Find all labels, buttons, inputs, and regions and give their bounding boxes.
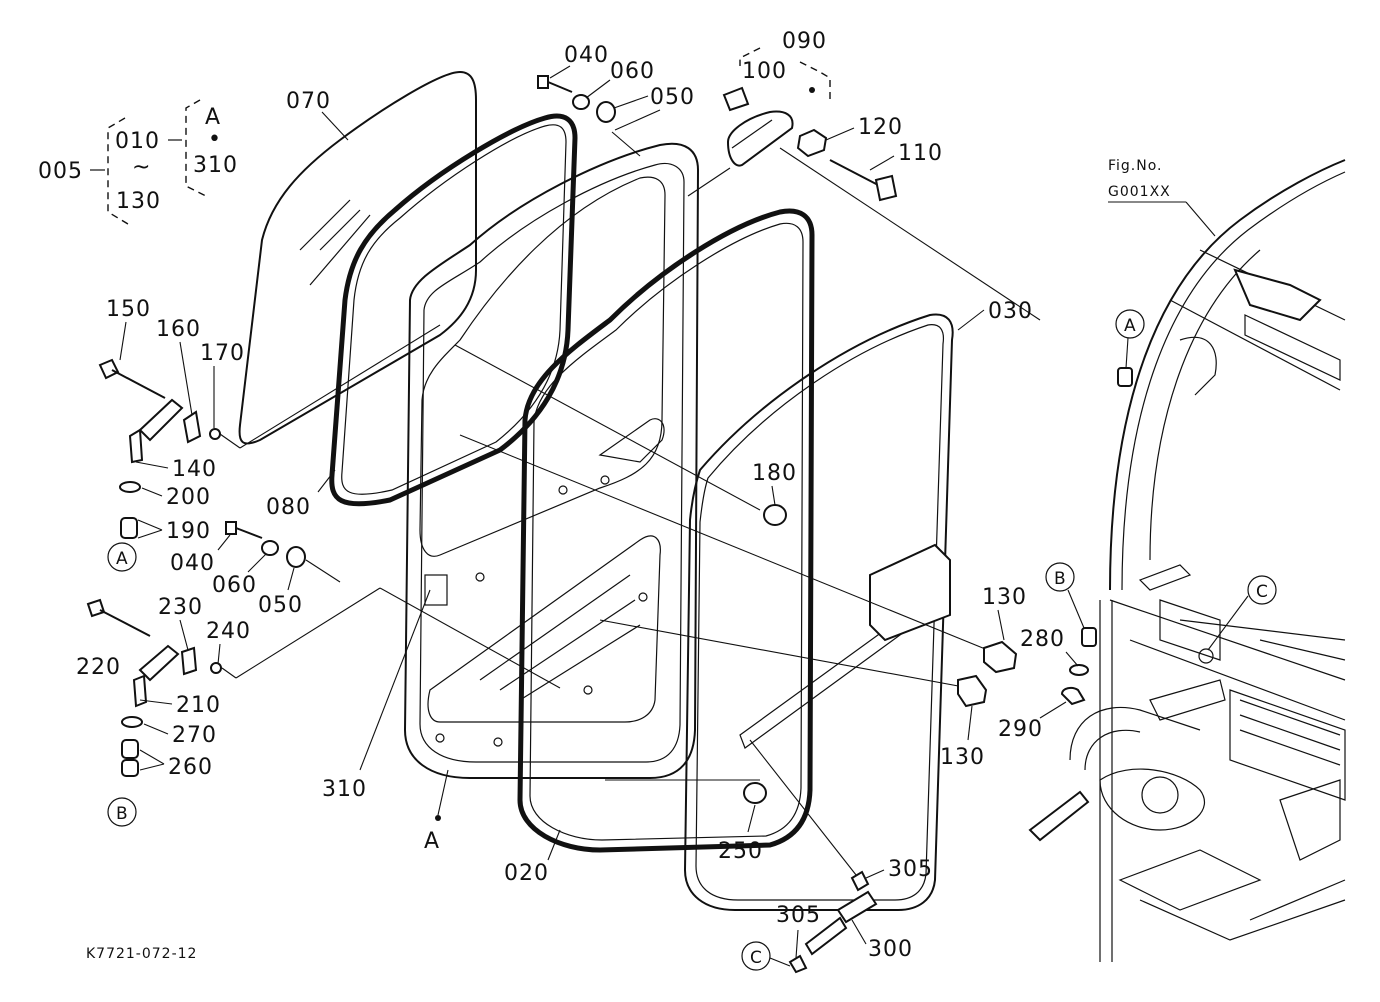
ref-a-plain: A [424, 829, 440, 854]
fasteners-mid: 040 060 050 [170, 521, 341, 618]
callout-210: 210 [176, 693, 221, 718]
svg-text:A: A [1124, 316, 1136, 336]
callout-120: 120 [858, 115, 903, 140]
callout-200: 200 [166, 485, 211, 510]
label-tilde: ~ [132, 155, 151, 180]
callout-280: 280 [1020, 627, 1065, 652]
callout-060-b: 060 [212, 573, 257, 598]
callout-160: 160 [156, 317, 201, 342]
document-code: K7721-072-12 [86, 946, 197, 962]
ref-b-circle-left: B [107, 797, 137, 827]
callout-130-a: 130 [982, 585, 1027, 610]
callout-290: 290 [998, 717, 1043, 742]
callout-170: 170 [200, 341, 245, 366]
parts-280-290: 280 290 [998, 627, 1089, 742]
part-300-damper: 305 305 300 [769, 857, 933, 974]
callout-050-b: 050 [258, 593, 303, 618]
part-070-glass: 070 [238, 70, 477, 445]
callout-270: 270 [172, 723, 217, 748]
ref-c-circle-right: C [1207, 575, 1277, 651]
part-310: 310 A [322, 589, 449, 854]
callout-080: 080 [266, 495, 311, 520]
label-010: 010 [115, 129, 160, 154]
svg-text:C: C [1256, 582, 1268, 602]
handle-group: 090 100 120 110 [722, 29, 943, 202]
figure-reference: Fig.No. G001XX [1108, 158, 1216, 237]
hinge-upper: 150 160 170 140 200 190 [98, 297, 245, 544]
part-080-seal: 080 [266, 113, 578, 520]
part-020-seal: 020 [504, 208, 815, 886]
hinge-lower: 230 240 220 210 270 260 [76, 595, 251, 780]
callout-070: 070 [286, 89, 331, 114]
callout-030: 030 [988, 299, 1033, 324]
svg-text:A: A [116, 549, 128, 569]
ref-a-circle-right: A [1115, 309, 1145, 369]
callout-305-a: 305 [888, 857, 933, 882]
fig-no-value: G001XX [1108, 184, 1171, 200]
callout-100: 100 [742, 59, 787, 84]
callout-110: 110 [898, 141, 943, 166]
callout-060-a: 060 [610, 59, 655, 84]
callout-040-a: 040 [564, 43, 609, 68]
fasteners-top: 040 060 050 [537, 43, 695, 123]
callout-260: 260 [168, 755, 213, 780]
part-250: 250 [718, 782, 767, 864]
ref-c-circle-bottom: C [741, 941, 771, 971]
ref-b-circle-right: B [1045, 562, 1085, 629]
cab-body [1028, 159, 1346, 962]
callout-230: 230 [158, 595, 203, 620]
part-030-frame: 030 [683, 299, 1033, 911]
label-130-range: 130 [116, 189, 161, 214]
svg-text:B: B [116, 804, 128, 824]
dot-090 [809, 87, 815, 93]
assembly-bracket: 005 010 ~ 130 A • 310 [38, 99, 238, 225]
label-310-alt: 310 [193, 153, 238, 178]
callout-220: 220 [76, 655, 121, 680]
callout-250: 250 [718, 839, 763, 864]
callout-050-a: 050 [650, 85, 695, 110]
svg-text:B: B [1054, 569, 1066, 589]
label-a-alt: A [205, 105, 221, 130]
svg-text:C: C [750, 948, 762, 968]
callout-180: 180 [752, 461, 797, 486]
callout-140: 140 [172, 457, 217, 482]
ref-a-circle-left: A [107, 542, 137, 572]
callout-090: 090 [782, 29, 827, 54]
callout-305-b: 305 [776, 903, 821, 928]
callout-300: 300 [868, 937, 913, 962]
part-130-bolts: 130 130 [940, 585, 1027, 770]
callout-310: 310 [322, 777, 367, 802]
callout-020: 020 [504, 861, 549, 886]
fig-no-label: Fig.No. [1108, 158, 1163, 174]
callout-240: 240 [206, 619, 251, 644]
callout-130-b: 130 [940, 745, 985, 770]
callout-190: 190 [166, 519, 211, 544]
callout-040-b: 040 [170, 551, 215, 576]
callout-150: 150 [106, 297, 151, 322]
label-dot-alt: • [208, 127, 222, 152]
leader-lines [235, 109, 1041, 881]
part-180: 180 [752, 461, 797, 526]
label-005: 005 [38, 159, 83, 184]
